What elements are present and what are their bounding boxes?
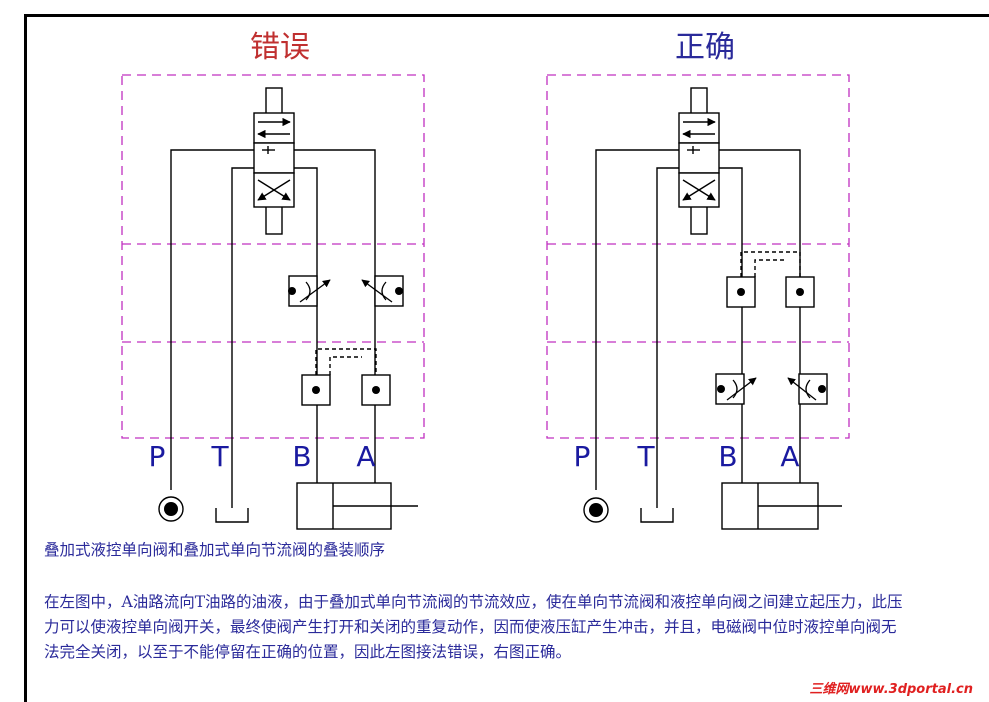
wrong-valve-stack-outline — [121, 74, 425, 439]
figure-caption: 叠加式液控单向阀和叠加式单向节流阀的叠装顺序 — [44, 541, 386, 559]
correct-title: 正确 — [675, 30, 735, 65]
correct-throttle-icon-a — [805, 379, 811, 399]
correct-circuit: 正确 — [546, 30, 850, 530]
correct-pilot-ball-icon — [737, 288, 745, 296]
wrong-tank-symbol — [215, 508, 249, 523]
wrong-port-t: T — [210, 440, 229, 473]
wrong-check-ball-icon — [288, 287, 296, 295]
correct-check-ball-icon — [717, 385, 725, 393]
correct-throttle-icon-b — [732, 379, 738, 399]
correct-tank-symbol — [640, 508, 674, 523]
page-frame-top — [24, 14, 989, 17]
wrong-valve-left-position — [253, 112, 295, 144]
correct-pilot-line-1 — [740, 251, 801, 277]
wrong-port-p: P — [149, 440, 166, 473]
correct-port-b: B — [718, 440, 737, 473]
correct-valve-stack-outline — [546, 74, 850, 439]
wrong-pilot-line-2 — [329, 356, 362, 375]
wrong-title: 错误 — [250, 30, 310, 65]
explanation-text: 在左图中，A油路流向T油路的油液，由于叠加式单向节流阀的节流效应，使在单向节流阀… — [44, 593, 903, 661]
wrong-pilot-ball-icon-2 — [372, 386, 380, 394]
wrong-pilot-line-1 — [315, 348, 377, 375]
wrong-check-ball-icon-2 — [395, 287, 403, 295]
wrong-port-b: B — [292, 440, 311, 473]
wrong-circuit: 错误 — [121, 30, 425, 530]
wrong-port-a: A — [356, 440, 375, 473]
correct-valve-center-position — [678, 142, 720, 174]
wrong-pilot-ball-icon — [312, 386, 320, 394]
page-frame-left — [24, 14, 27, 702]
correct-port-t: T — [636, 440, 655, 473]
wrong-valve-center-position — [253, 142, 295, 174]
wrong-throttle-icon-a — [381, 281, 387, 301]
correct-port-p: P — [574, 440, 591, 473]
site-watermark: 三维网www.3dportal.cn — [809, 682, 973, 697]
correct-valve-left-position — [678, 112, 720, 144]
correct-check-ball-icon-2 — [818, 385, 826, 393]
correct-pilot-ball-icon-2 — [796, 288, 804, 296]
wrong-throttle-icon-b — [305, 281, 311, 301]
correct-port-a: A — [780, 440, 799, 473]
correct-pilot-line-2 — [754, 259, 786, 277]
